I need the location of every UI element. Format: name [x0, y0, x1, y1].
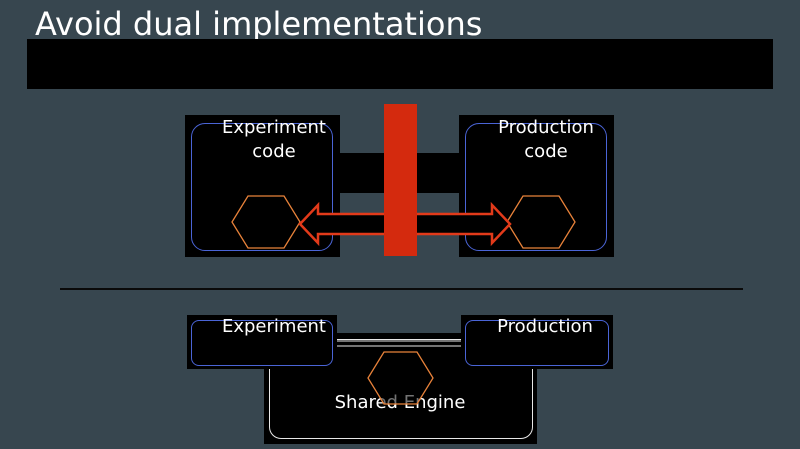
production-code-outline: [465, 123, 607, 251]
section-divider: [60, 288, 743, 290]
experiment-code-outline: [191, 123, 333, 251]
shared-hexagon-icon: [367, 351, 434, 405]
production-code-label: Production code: [498, 117, 594, 162]
experiment-outline: [191, 320, 333, 366]
experiment-label: Experiment: [221, 316, 326, 337]
slide-title: Avoid dual implementations: [35, 5, 483, 43]
barrier-bar: [384, 104, 417, 256]
production-outline: [465, 320, 609, 366]
production-label: Production: [497, 316, 593, 337]
experiment-code-label: Experiment code: [221, 117, 326, 162]
title-banner: [27, 39, 773, 89]
shared-engine-outline: [269, 339, 533, 439]
production-box: [461, 315, 613, 369]
experiment-hexagon-icon: [231, 195, 301, 249]
experiment-box: [187, 315, 337, 369]
